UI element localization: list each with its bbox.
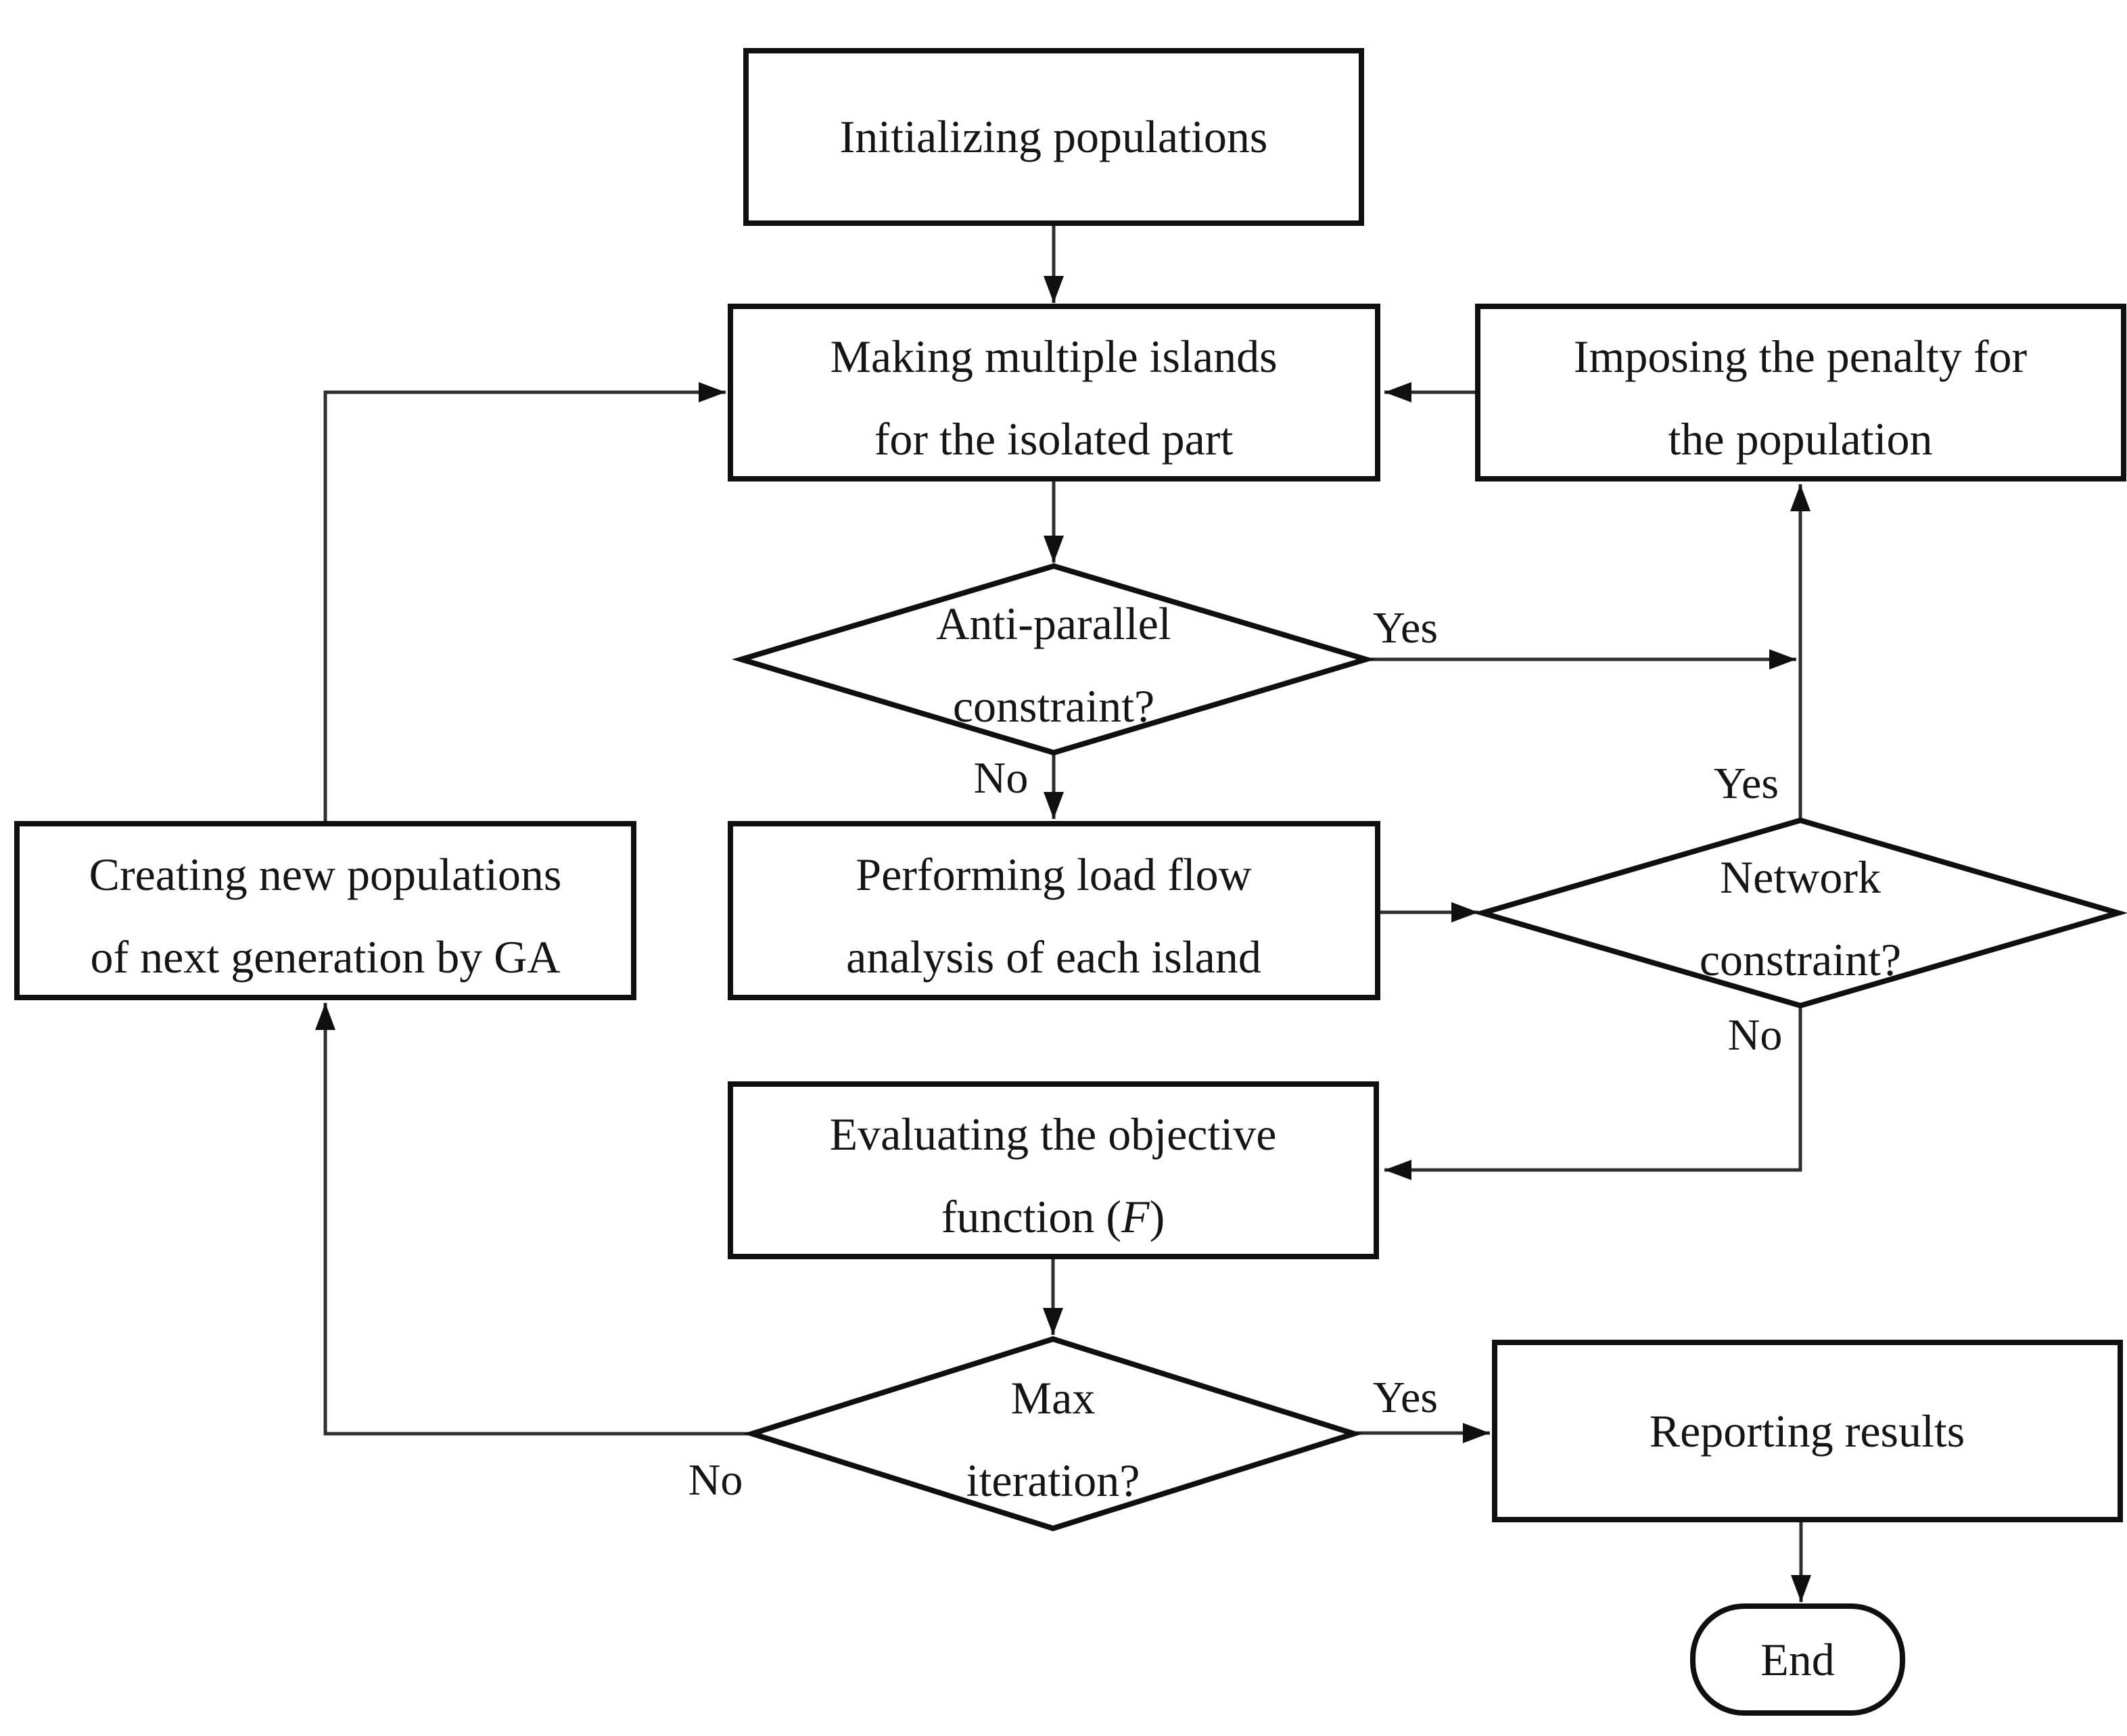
evaluating-objective-f-symbol: F [1121,1191,1150,1242]
creating-new-populations-box [14,821,636,1000]
max-iteration-diamond [743,1336,1363,1532]
performing-load-flow-label-line1: Performing load flow [856,849,1251,900]
evaluating-objective-label-line2: function (F) [941,1191,1165,1242]
network-constraint-diamond [1472,817,2127,1009]
nodes: Initializing populations Making multiple… [14,48,2127,1716]
node-performing-load-flow: Performing load flow analysis of each is… [728,821,1380,1000]
antiparallel-constraint-label-line2: constraint? [953,680,1154,732]
label-maxiter-no: No [688,1455,743,1505]
label-network-yes: Yes [1714,759,1779,808]
performing-load-flow-box [728,821,1380,1000]
network-constraint-label-line2: constraint? [1700,934,1901,985]
creating-new-populations-label-line2: of next generation by GA [91,931,561,983]
node-making-multiple-islands: Making multiple islands for the isolated… [728,304,1380,482]
evaluating-objective-label-line1: Evaluating the objective [830,1108,1277,1160]
node-reporting-results: Reporting results [1492,1340,2123,1522]
antiparallel-constraint-label-line1: Anti-parallel [936,598,1171,649]
evaluating-objective-line2-prefix: function ( [941,1191,1121,1242]
node-evaluating-objective: Evaluating the objective function (F) [728,1081,1379,1259]
end-terminator [1690,1603,1905,1716]
node-end: End [1690,1603,1905,1716]
reporting-results-box [1492,1340,2123,1522]
edge-network-no-to-evaluating [1384,1006,1802,1180]
max-iteration-label-line2: iteration? [966,1455,1140,1506]
antiparallel-constraint-diamond [732,563,1376,756]
network-constraint-label-line1: Network [1720,851,1881,903]
edges [315,225,1811,1602]
node-initializing-populations: Initializing populations [743,48,1364,226]
evaluating-objective-line2-suffix: ) [1150,1191,1165,1242]
node-imposing-penalty: Imposing the penalty for the population [1475,304,2126,482]
initializing-populations-box [743,48,1364,226]
evaluating-objective-box [728,1081,1379,1259]
edge-creating-to-islands [323,382,726,822]
initializing-populations-label: Initializing populations [840,111,1268,162]
reporting-results-label: Reporting results [1650,1405,1965,1457]
node-antiparallel-constraint: Anti-parallel constraint? [732,563,1376,756]
label-antiparallel-yes: Yes [1373,603,1438,653]
label-maxiter-yes: Yes [1373,1373,1438,1422]
making-multiple-islands-box [728,304,1380,482]
making-multiple-islands-label-line1: Making multiple islands [830,331,1277,382]
making-multiple-islands-label-line2: for the isolated part [874,413,1234,465]
node-creating-new-populations: Creating new populations of next generat… [14,821,636,1000]
node-network-constraint: Network constraint? [1472,817,2127,1009]
label-antiparallel-no: No [974,753,1029,803]
node-max-iteration: Max iteration? [743,1336,1363,1532]
creating-new-populations-label-line1: Creating new populations [89,849,562,900]
end-label: End [1760,1634,1835,1685]
performing-load-flow-label-line2: analysis of each island [846,931,1261,983]
max-iteration-label-line1: Max [1011,1372,1096,1424]
edge-maxiter-no-to-creating [315,1003,752,1436]
imposing-penalty-box [1475,304,2126,482]
label-network-no: No [1728,1010,1783,1060]
edge-labels: Yes No Yes No Yes No [688,603,1783,1505]
imposing-penalty-label-line1: Imposing the penalty for [1574,331,2028,382]
imposing-penalty-label-line2: the population [1668,413,1933,465]
